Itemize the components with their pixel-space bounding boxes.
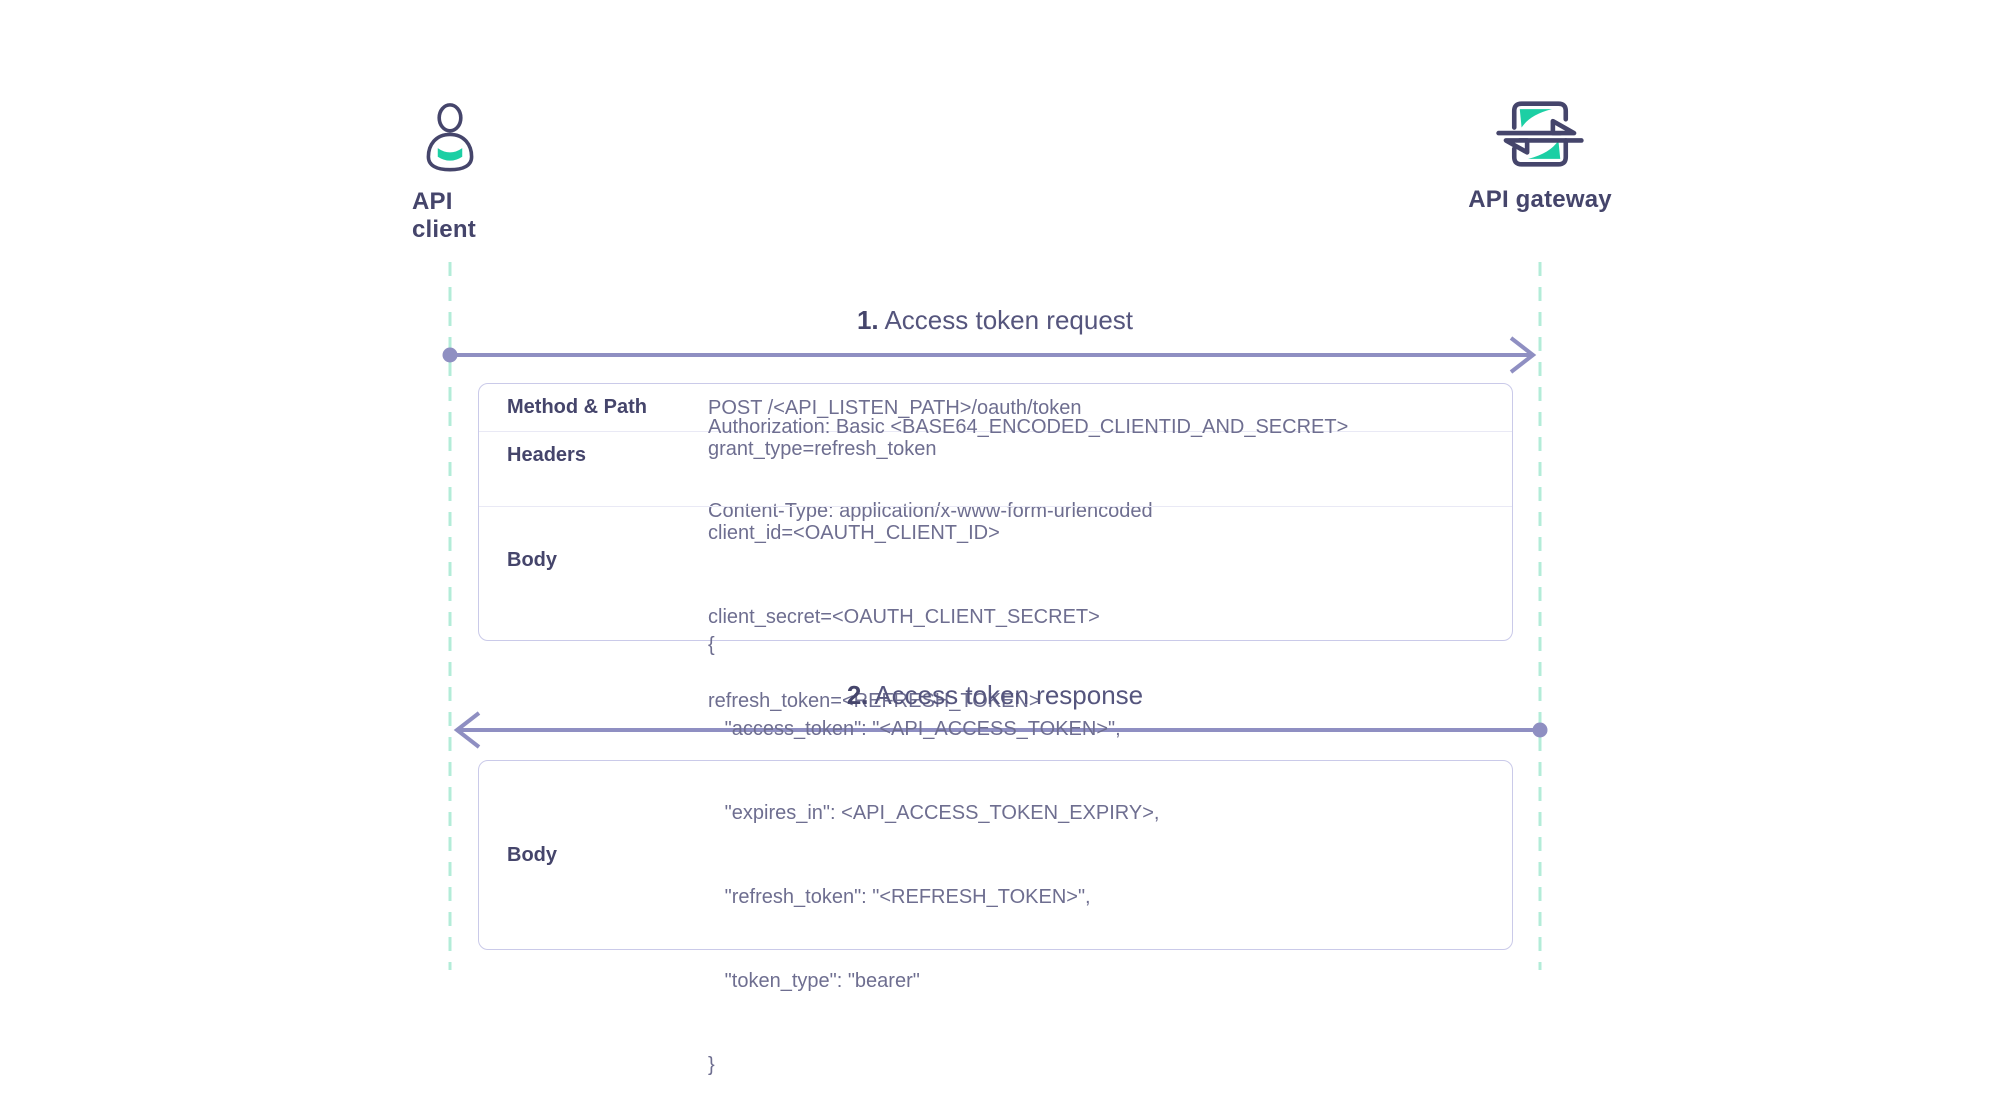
response-table: Body { "access_token": "<API_ACCESS_TOKE… xyxy=(478,634,1513,1076)
message-2-number: 2. xyxy=(846,680,869,710)
message-2-label: 2. Access token response xyxy=(495,680,1495,711)
table-row-headers: Headers Authorization: Basic <BASE64_ENC… xyxy=(479,416,1512,522)
table-row-body: Body grant_type=refresh_token client_id=… xyxy=(479,438,1512,712)
row-value-body: grant_type=refresh_token client_id=<OAUT… xyxy=(708,437,1100,712)
arrow-1-head-right xyxy=(1509,336,1537,374)
row-key-headers: Headers xyxy=(507,443,586,466)
message-1-number: 1. xyxy=(856,305,879,335)
message-1-label: 1. Access token request xyxy=(495,305,1495,336)
gateway-icon xyxy=(1496,101,1584,167)
row-key-body: Body xyxy=(507,549,557,571)
table-row-method-path: Method & Path POST /<API_LISTEN_PATH>/oa… xyxy=(479,384,1512,431)
arrow-2-origin-dot xyxy=(1532,722,1548,738)
request-table: Method & Path POST /<API_LISTEN_PATH>/oa… xyxy=(478,383,1513,712)
table-row-response-body: Body { "access_token": "<API_ACCESS_TOKE… xyxy=(479,634,1512,1076)
arrow-2-head-left xyxy=(453,711,481,749)
actor-api-client: API client xyxy=(412,98,488,244)
arrow-1-origin-dot xyxy=(442,347,458,363)
actor-api-gateway: API gateway xyxy=(1468,92,1612,214)
user-icon xyxy=(426,103,474,172)
actor-label-api-client: API client xyxy=(412,188,476,243)
message-1-text: Access token request xyxy=(884,305,1134,335)
row-key-response-body: Body xyxy=(507,843,557,866)
actor-label-api-gateway: API gateway xyxy=(1468,186,1612,213)
row-value-response-body: { "access_token": "<API_ACCESS_TOKEN>", … xyxy=(708,634,1160,1076)
message-2-text: Access token response xyxy=(874,680,1144,710)
row-key-method-path: Method & Path xyxy=(507,396,647,418)
row-value-headers: Authorization: Basic <BASE64_ENCODED_CLI… xyxy=(708,416,1349,522)
row-value-method-path: POST /<API_LISTEN_PATH>/oauth/token xyxy=(708,396,1082,419)
